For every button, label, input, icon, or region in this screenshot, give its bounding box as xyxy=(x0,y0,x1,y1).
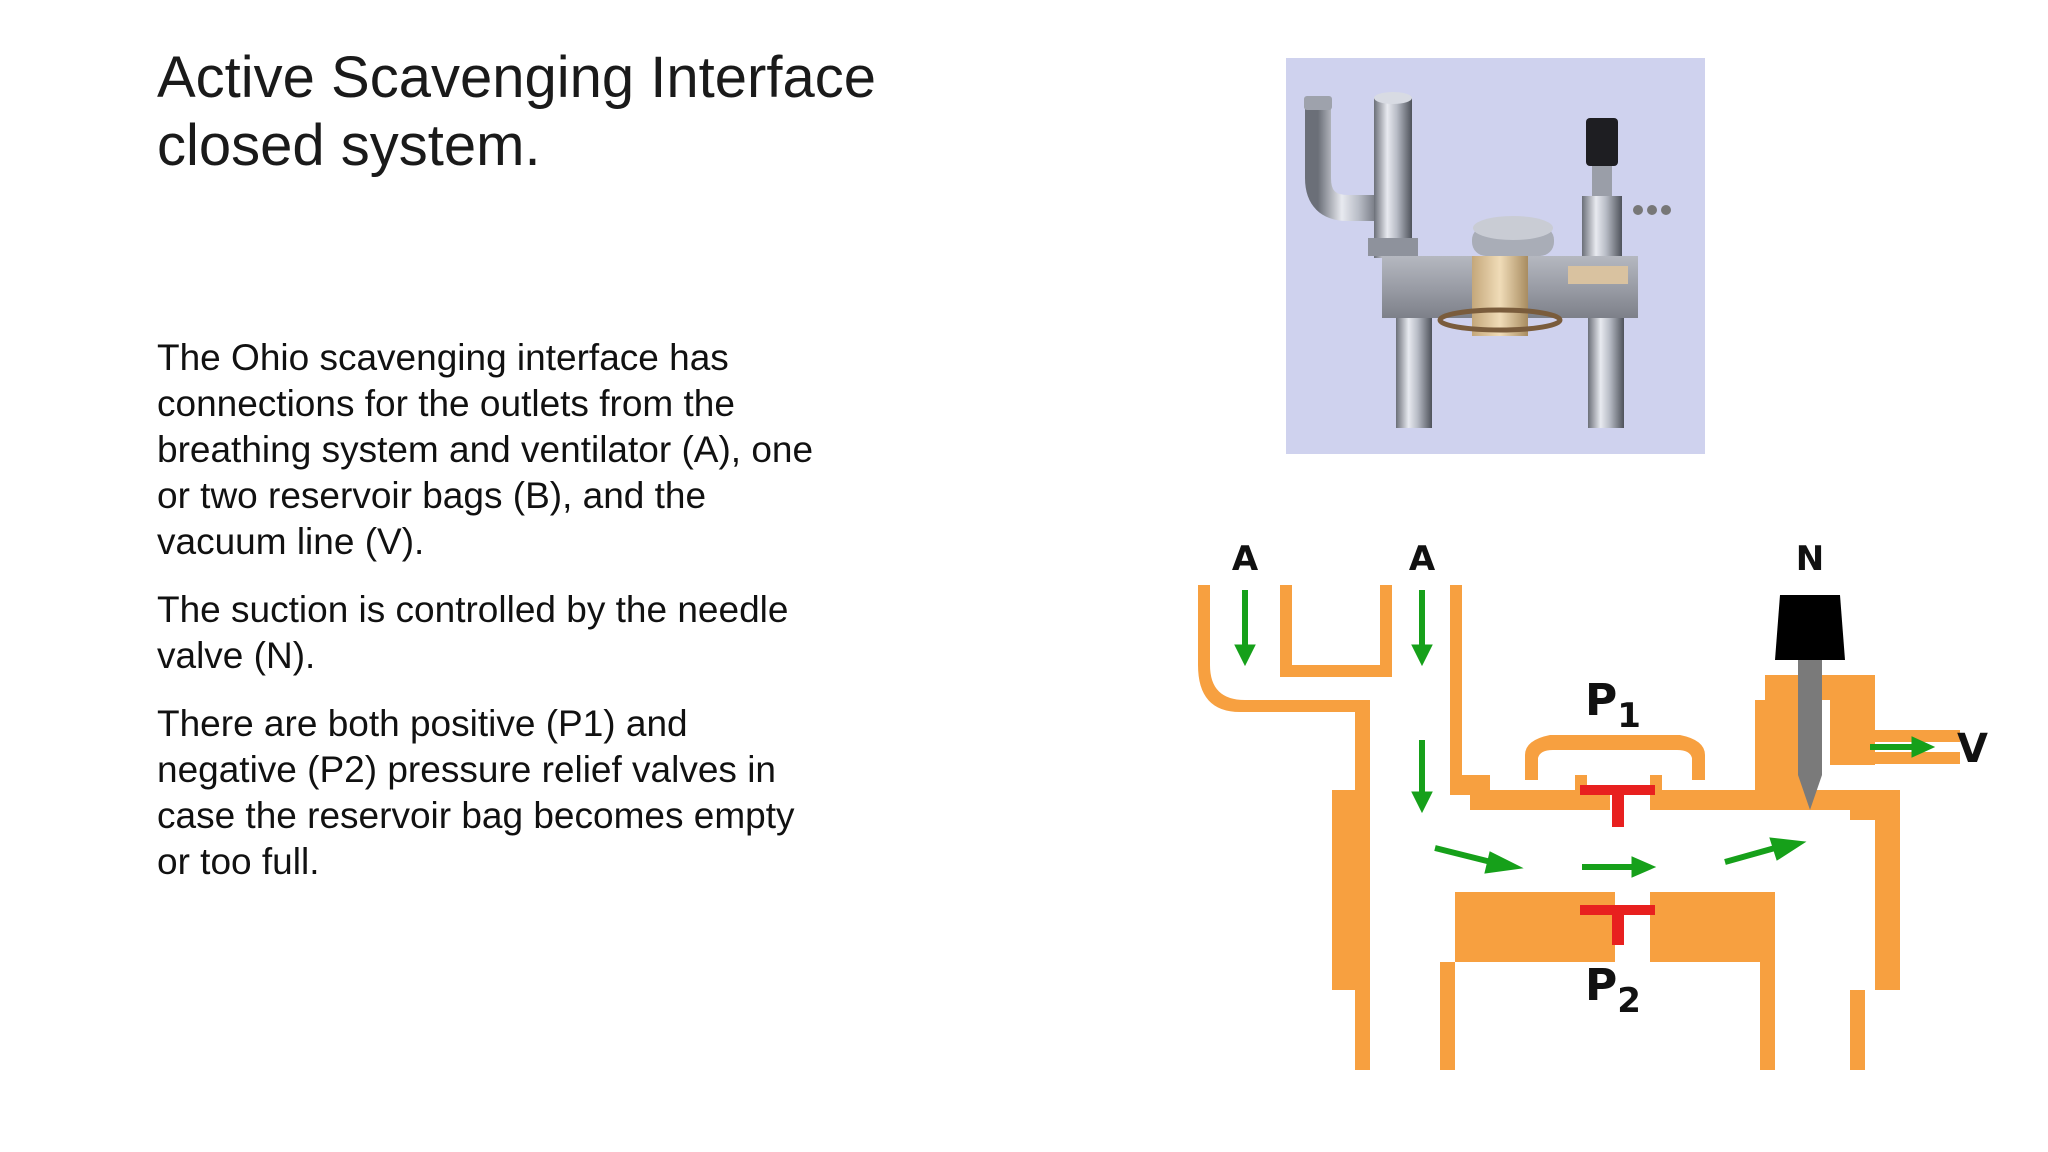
device-photo xyxy=(1286,58,1705,454)
interface-body xyxy=(1198,585,1960,1070)
label-p1-main: P xyxy=(1585,675,1617,726)
paragraph-relief-valves: There are both positive (P1) and negativ… xyxy=(157,703,795,882)
label-p1: P1 xyxy=(1585,675,1641,736)
label-needle: N xyxy=(1796,539,1824,579)
label-a-right: A xyxy=(1409,539,1436,579)
label-a-left: A xyxy=(1232,539,1259,579)
p1-valve xyxy=(1580,785,1655,827)
flow-arrow-head xyxy=(1411,644,1433,667)
interface-schematic: A A N V P1 P2 xyxy=(1180,530,2020,1070)
flow-arrow-head xyxy=(1911,736,1936,758)
flow-arrow-head xyxy=(1411,791,1433,814)
flow-arrows xyxy=(1234,590,1936,878)
label-p2-sub: 2 xyxy=(1617,981,1641,1021)
slide-body: The Ohio scavenging interface has connec… xyxy=(157,335,817,907)
flow-arrow xyxy=(1724,845,1776,865)
label-p2: P2 xyxy=(1585,960,1641,1021)
needle-valve-stem xyxy=(1798,660,1822,810)
needle-valve-cap xyxy=(1775,595,1845,660)
flow-arrow-head xyxy=(1484,851,1524,874)
flow-arrow-head xyxy=(1234,644,1256,667)
flow-arrow xyxy=(1434,845,1496,866)
label-p2-main: P xyxy=(1585,960,1617,1011)
flow-arrow-head xyxy=(1769,837,1807,861)
paragraph-connections: The Ohio scavenging interface has connec… xyxy=(157,337,814,562)
paragraph-needle-valve: The suction is controlled by the needle … xyxy=(157,589,789,676)
slide-title: Active Scavenging Interface closed syste… xyxy=(157,45,876,178)
label-p1-sub: 1 xyxy=(1617,696,1641,736)
label-vacuum: V xyxy=(1957,726,1988,772)
p2-valve xyxy=(1580,905,1655,945)
flow-arrow-head xyxy=(1631,856,1657,878)
